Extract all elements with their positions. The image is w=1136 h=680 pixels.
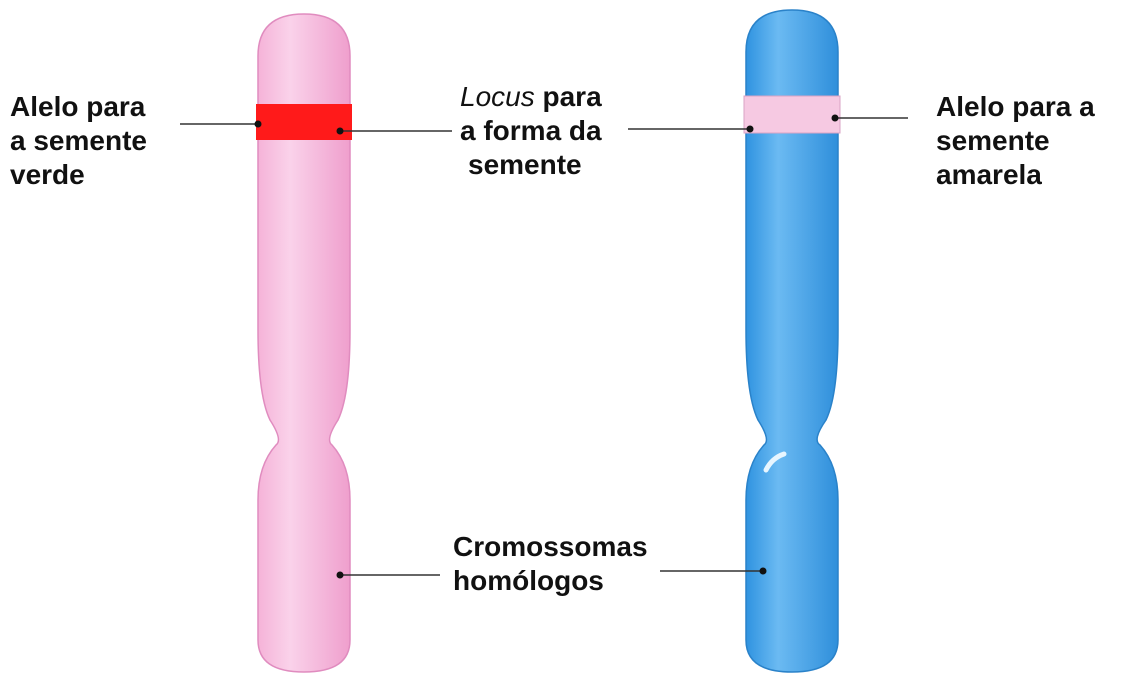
yellow-seed-allele-label: Alelo para a semente amarela <box>936 90 1095 192</box>
label-line: verde <box>10 158 147 192</box>
locus-label: Locus para a forma da semente <box>460 80 602 182</box>
leader-dot <box>337 572 344 579</box>
label-line: Cromossomas <box>453 530 648 564</box>
leader-dot <box>337 128 344 135</box>
leader-dot <box>255 121 262 128</box>
green-seed-allele-band <box>256 104 352 140</box>
label-line: a semente <box>10 124 147 158</box>
label-line: semente <box>460 148 602 182</box>
locus-line1-rest: para <box>535 81 602 112</box>
locus-italic-word: Locus <box>460 81 535 112</box>
label-line: amarela <box>936 158 1095 192</box>
label-line: Alelo para a <box>936 90 1095 124</box>
leader-dot <box>760 568 767 575</box>
label-line: a forma da <box>460 114 602 148</box>
leader-dot <box>832 115 839 122</box>
label-line: Locus para <box>460 80 602 114</box>
homologous-chromosomes-label: Cromossomas homólogos <box>453 530 648 598</box>
yellow-seed-allele-band <box>744 96 840 133</box>
label-line: Alelo para <box>10 90 147 124</box>
label-line: semente <box>936 124 1095 158</box>
green-seed-allele-label: Alelo para a semente verde <box>10 90 147 192</box>
label-line: homólogos <box>453 564 648 598</box>
leader-dot <box>747 126 754 133</box>
